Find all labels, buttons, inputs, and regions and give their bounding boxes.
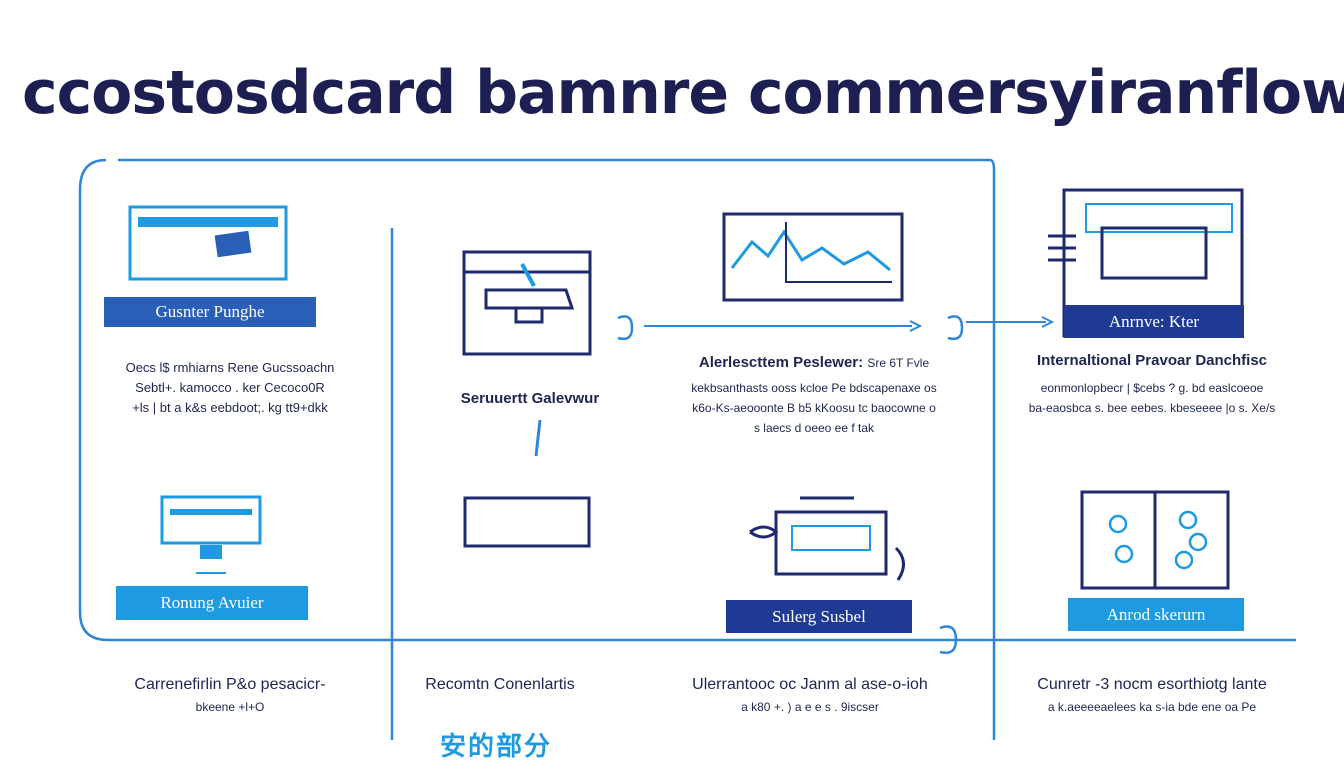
desc-line: k6o-Ks-aeooonte B b5 kKoosu tc baocowne … (692, 401, 936, 415)
settlement-label: Sulerg Susbel (726, 600, 912, 633)
diagram-title: ccostosdcard bamnre commersyiranflow (22, 58, 1344, 128)
customer-purchase-label: Gusnter Punghe (104, 297, 316, 327)
desc-line: kekbsanthasts ooss kcloe Pe bdscapenaxe … (691, 381, 937, 395)
desc-line: Oecs l$ rmhiarns Rene Gucssoachn (125, 360, 335, 375)
desc-line: +ls | bt a k&s eebdoot;. kg tt9+dkk (132, 400, 328, 415)
footer-sub: a k80 +. ) a e e s . 9iscser (741, 700, 879, 714)
processor-desc: kekbsanthasts ooss kcloe Pe bdscapenaxe … (666, 378, 962, 438)
footer-caption-2: Recomtn Conenlartis (400, 674, 600, 696)
running-avail-label: Ronung Avuier (116, 586, 308, 620)
gateway-label: Seruuertt Galevwur (460, 390, 600, 407)
processor-label-suffix: Sre 6T Fvle (867, 356, 930, 370)
archive-heading: Internaltional Pravoar Danchfisc (1036, 352, 1268, 369)
desc-line: Sebtl+. kamocco . ker Cecoco0R (135, 380, 325, 395)
split-panel-icon (1080, 490, 1230, 590)
archive-desc: eonmonlopbecr | $cebs ? g. bd easlcoeoe … (1004, 378, 1300, 418)
desc-line: s laecs d oeeo ee f tak (753, 421, 875, 435)
desc-line: eonmonlopbecr | $cebs ? g. bd easlcoeoe (1040, 381, 1264, 395)
footer-main: Cunretr -3 nocm esorthiotg lante (1037, 676, 1267, 693)
footer-main: Ulerrantooc oc Janm al ase-o-ioh (692, 676, 928, 693)
processor-heading: Alerlescttem Peslewer: Sre 6T Fvle (666, 354, 962, 371)
payment-gateway-icon (462, 250, 592, 356)
terminal-icon (160, 495, 262, 574)
customer-purchase-desc: Oecs l$ rmhiarns Rene Gucssoachn Sebtl+.… (90, 358, 370, 418)
chart-monitor-icon (722, 212, 904, 302)
footer-main: Carrenefirlin P&o pesacicr- (134, 676, 326, 693)
cutoff-text: 安的部分 (440, 731, 553, 761)
footer-sub: a k.aeeeeaelees ka s-ia bde ene oa Pe (1047, 700, 1257, 714)
arrod-label: Anrod skerurn (1068, 598, 1244, 631)
empty-box-icon (463, 496, 591, 548)
printer-machine-icon (749, 496, 905, 581)
desc-line: ba-eaosbca s. bee eebes. kbeseeee |o s. … (1028, 401, 1276, 415)
footer-sub: bkeene +l+O (195, 700, 265, 714)
footer-caption-4: Cunretr -3 nocm esorthiotg lante a k.aee… (1004, 674, 1300, 718)
archive-label: Anrnve: Kter (1064, 305, 1244, 338)
footer-main: Recomtn Conenlartis (425, 676, 575, 693)
footer-caption-3: Ulerrantooc oc Janm al ase-o-ioh a k80 +… (660, 674, 960, 718)
monitor-card-icon (128, 205, 288, 281)
processor-label: Alerlescttem Peslewer: (698, 354, 864, 371)
footer-caption-1: Carrenefirlin P&o pesacicr- bkeene +l+O (90, 674, 370, 718)
